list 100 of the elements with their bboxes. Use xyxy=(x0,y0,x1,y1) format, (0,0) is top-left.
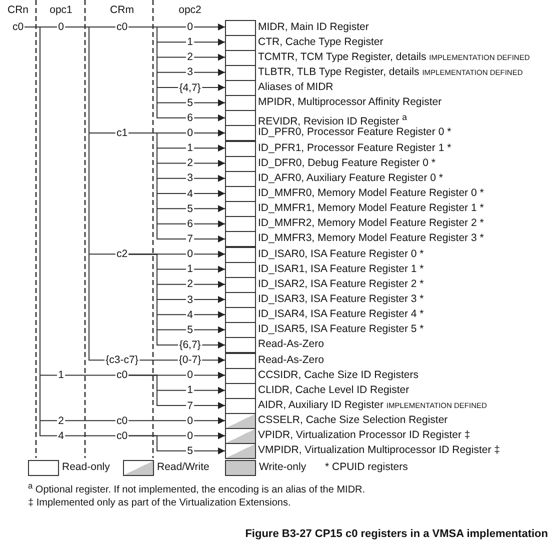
register-name: VPIDR, Virtualization Processor ID Register ‡ xyxy=(258,429,470,442)
arrow xyxy=(193,311,226,318)
arrow xyxy=(193,129,226,136)
opc2-value: 6 xyxy=(186,218,194,230)
connector-line xyxy=(64,374,116,376)
opc2-value: 0 xyxy=(186,248,194,260)
connector-line xyxy=(64,435,116,436)
arrow xyxy=(193,417,226,424)
arrow xyxy=(193,114,226,122)
arrow xyxy=(201,341,226,348)
connector-line xyxy=(128,26,187,118)
arrow xyxy=(193,372,226,379)
arrow xyxy=(193,174,226,182)
arrow xyxy=(193,447,226,454)
opc2-value: 6 xyxy=(186,112,194,124)
connector-line xyxy=(128,435,187,452)
arrow xyxy=(193,190,226,198)
arrow xyxy=(193,220,226,228)
register-name: ID_PFR0, Processor Feature Register 0 * xyxy=(258,126,452,140)
arrow xyxy=(193,402,226,409)
connector-line xyxy=(128,254,179,346)
register-name: Read-As-Zero xyxy=(258,338,324,352)
crm-value: {c3-c7} xyxy=(104,354,140,366)
opc2-value: 5 xyxy=(186,96,194,109)
connector-line xyxy=(64,420,116,422)
register-name: CCSIDR, Cache Size ID Registers xyxy=(258,368,418,382)
arrow xyxy=(193,38,226,46)
register-name: ID_PFR1, Processor Feature Register 1 * xyxy=(258,142,452,155)
opc2-value: 5 xyxy=(186,202,194,215)
opc2-value: 4 xyxy=(186,188,194,200)
connector-line xyxy=(128,374,187,406)
opc2-value: 5 xyxy=(186,444,194,457)
opc2-value: 0 xyxy=(186,414,194,427)
arrow xyxy=(193,144,226,152)
register-name: ID_AFR0, Auxiliary Feature Register 0 * xyxy=(258,172,443,185)
legend-note: * CPUID registers xyxy=(325,461,408,473)
opc2-value: 5 xyxy=(186,324,194,336)
crm-value: c2 xyxy=(115,248,129,260)
legend-label: Read-only xyxy=(62,461,110,473)
crm-value: c0 xyxy=(115,369,129,382)
register-name: Aliases of MIDR xyxy=(258,81,334,94)
opc2-value: 3 xyxy=(186,172,194,184)
register-name: ID_ISAR2, ISA Feature Register 2 * xyxy=(258,278,424,291)
register-name: ID_ISAR5, ISA Feature Register 5 * xyxy=(258,323,424,336)
register-name: CTR, Cache Type Register xyxy=(258,36,384,49)
opc1-value: 2 xyxy=(57,414,65,427)
arrow xyxy=(193,266,226,273)
opc2-value: {0-7} xyxy=(178,354,202,366)
register-name: ID_ISAR3, ISA Feature Register 3 * xyxy=(258,293,424,306)
crn-value: c0 xyxy=(11,21,25,33)
opc2-value: 4 xyxy=(186,308,194,321)
footnote: $^{a}$ Optional register. If not implemented, the encoding is an alias of the MIDR. xyxy=(28,480,366,496)
opc2-value: 3 xyxy=(186,66,194,78)
arrow xyxy=(193,386,226,394)
arrow xyxy=(193,280,226,288)
arrow xyxy=(193,160,226,167)
opc2-value: 0 xyxy=(186,369,194,382)
register-name: ID_MMFR3, Memory Model Feature Register 3 * xyxy=(258,232,484,246)
register-name: CSSELR, Cache Size Selection Register xyxy=(258,414,448,428)
arrow xyxy=(193,205,226,212)
legend-label: Read/Write xyxy=(157,461,210,473)
crm-value: c0 xyxy=(115,21,129,33)
register-name: CLIDR, Cache Level ID Register xyxy=(258,384,410,397)
arrow xyxy=(193,296,226,304)
arrow xyxy=(193,99,226,106)
crm-value: c1 xyxy=(115,126,129,139)
register-name: ID_MMFR0, Memory Model Feature Register 0 * xyxy=(258,187,484,200)
column-heading: opc1 xyxy=(50,4,72,16)
opc2-value: 0 xyxy=(186,430,194,442)
connector-line xyxy=(138,360,178,361)
register-name: REVIDR, Revision ID Register $^{a}$ xyxy=(258,111,407,128)
arrow xyxy=(193,326,226,334)
register-name: VMPIDR, Virtualization Multiprocessor ID Register ‡ xyxy=(258,444,500,458)
legend-label: Write-only xyxy=(259,461,306,473)
arrow xyxy=(193,250,226,258)
register-name: MIDR, Main ID Register xyxy=(258,20,369,34)
arrow xyxy=(202,356,226,364)
register-name: ID_DFR0, Debug Feature Register 0 * xyxy=(258,156,436,170)
crm-value: c0 xyxy=(115,414,129,427)
column-heading: opc2 xyxy=(178,4,202,16)
arrow xyxy=(193,24,226,30)
register-name: ID_MMFR2, Memory Model Feature Register 2 * xyxy=(258,217,484,230)
opc2-value: 3 xyxy=(186,294,194,306)
opc2-value: {6,7} xyxy=(178,338,202,351)
arrow xyxy=(193,54,226,61)
opc2-value: 0 xyxy=(186,21,194,33)
opc1-value: 0 xyxy=(57,21,65,33)
register-name: ID_ISAR4, ISA Feature Register 4 * xyxy=(258,308,424,322)
opc1-value: 4 xyxy=(57,430,65,442)
opc2-value: 0 xyxy=(186,126,194,139)
opc2-value: 7 xyxy=(186,232,194,245)
arrow xyxy=(193,432,226,440)
register-name: ID_ISAR1, ISA Feature Register 1 * xyxy=(258,262,424,276)
column-heading: CRm xyxy=(110,4,134,16)
register-name: ID_ISAR0, ISA Feature Register 0 * xyxy=(258,248,424,261)
connector-line xyxy=(128,420,187,422)
arrow xyxy=(193,68,226,76)
opc2-value: {4,7} xyxy=(178,82,202,94)
figure-caption: Figure B3-27 CP15 c0 registers in a VMSA implementation xyxy=(245,528,548,540)
arrow xyxy=(193,235,226,242)
